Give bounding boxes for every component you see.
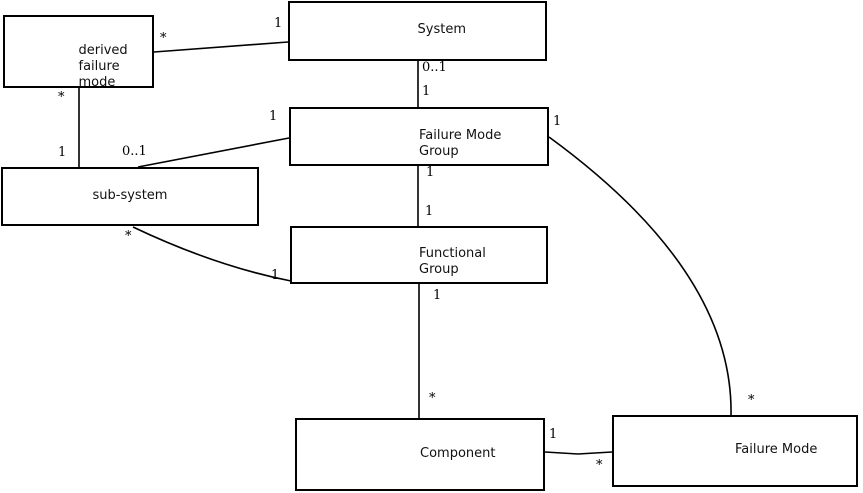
association-derived-failure-mode-system [153, 41, 289, 53]
class-box-component: Component [295, 418, 545, 491]
class-box-system: System [288, 1, 547, 61]
class-label-derived-failure-mode: derived failure mode [78, 42, 128, 90]
multiplicity-system-at-fmg-link: 0..1 [422, 60, 447, 75]
class-box-failure-mode: Failure Mode [612, 415, 858, 487]
multiplicity-fmg-at-failure-mode-link: 1 [553, 114, 562, 129]
multiplicity-fmg-at-system-link: 1 [422, 84, 431, 99]
multiplicity-component-at-fg-link: * [429, 391, 436, 406]
multiplicity-sub-system-at-derived-link: 1 [58, 145, 67, 160]
multiplicity-sub-system-at-fmg-link: 0..1 [122, 144, 147, 159]
multiplicity-fg-at-sub-system-link: 1 [271, 268, 280, 283]
class-box-functional-group: Functional Group [290, 226, 548, 284]
class-box-sub-system: sub-system [1, 167, 259, 226]
class-label-failure-mode: Failure Mode [735, 442, 818, 457]
multiplicity-derived-failure-mode-at-sub-system-link: * [58, 90, 65, 105]
multiplicity-sub-system-at-fg-link: * [125, 229, 132, 244]
multiplicity-fg-at-fmg-link: 1 [425, 204, 434, 219]
class-box-derived-failure-mode: derived failure mode [3, 15, 154, 90]
multiplicity-system-at-derived-link: 1 [274, 16, 283, 31]
class-box-failure-mode-group: Failure Mode Group [289, 107, 549, 166]
association-sub-system-functional-group [132, 226, 292, 282]
multiplicity-derived-failure-mode-at-system-link: * [160, 31, 167, 46]
class-label-component: Component [420, 445, 496, 461]
multiplicity-fg-at-component-link: 1 [433, 288, 442, 303]
class-label-sub-system: sub-system [92, 187, 168, 203]
multiplicity-component-at-failure-mode-link: 1 [549, 427, 558, 442]
association-failure-mode-group-failure-mode [548, 136, 732, 417]
multiplicity-fmg-at-sub-system-link: 1 [269, 109, 278, 124]
association-component-failure-mode [544, 451, 613, 455]
multiplicity-failure-mode-at-component-link: * [596, 458, 603, 473]
class-label-functional-group: Functional Group [419, 246, 486, 277]
multiplicity-failure-mode-at-fmg-link: * [748, 393, 755, 408]
association-failure-mode-group-sub-system [137, 137, 290, 168]
class-label-system: System [417, 22, 466, 37]
multiplicity-fmg-at-fg-link: 1 [426, 165, 435, 180]
class-label-failure-mode-group: Failure Mode Group [419, 127, 502, 159]
